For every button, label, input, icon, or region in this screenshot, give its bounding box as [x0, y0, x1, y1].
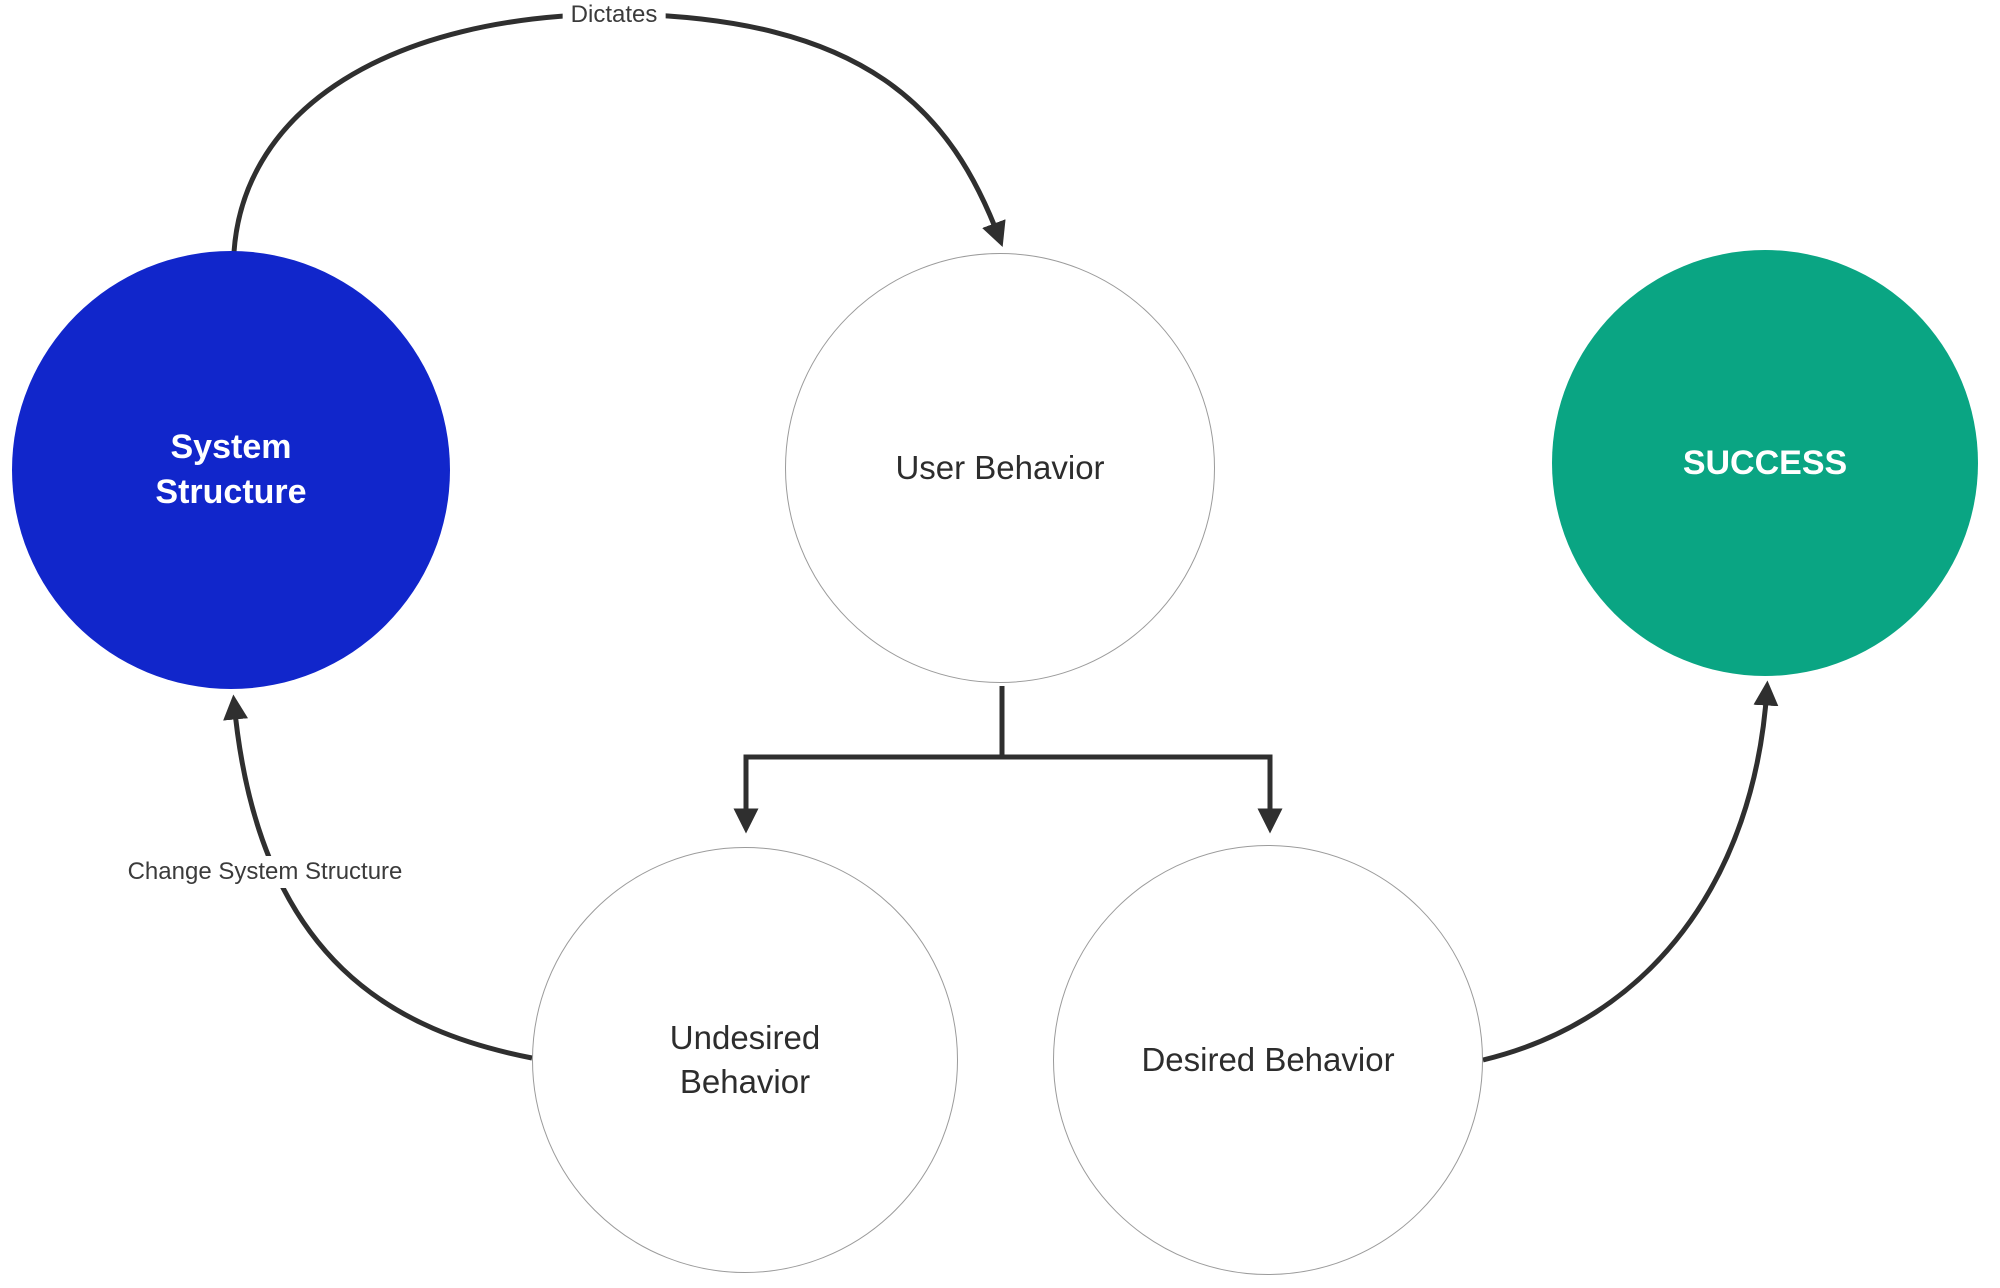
node-user-behavior: User Behavior — [785, 253, 1215, 683]
node-desired-behavior: Desired Behavior — [1053, 845, 1483, 1275]
edge-desired-to-success — [1482, 680, 1779, 1063]
edge-change-system-structure — [223, 694, 533, 1061]
edge-user-to-desired — [1000, 754, 1283, 834]
node-user-behavior-label: User Behavior — [895, 449, 1105, 487]
edge-user-to-undesired — [733, 754, 1004, 834]
node-success-label: SUCCESS — [1682, 443, 1848, 482]
node-system-structure: System Structure — [12, 251, 450, 689]
node-success: SUCCESS — [1552, 250, 1978, 676]
node-desired-behavior-label: Desired Behavior — [1141, 1041, 1395, 1079]
edge-label-change-system-structure: Change System Structure — [119, 856, 411, 888]
edge-dictates-arc — [231, 11, 1006, 253]
node-system-structure-label: System Structure — [155, 428, 307, 511]
node-undesired-behavior-label: Undesired Behavior — [669, 1019, 821, 1100]
edge-label-dictates: Dictates — [562, 0, 666, 31]
node-undesired-behavior: Undesired Behavior — [532, 847, 958, 1273]
